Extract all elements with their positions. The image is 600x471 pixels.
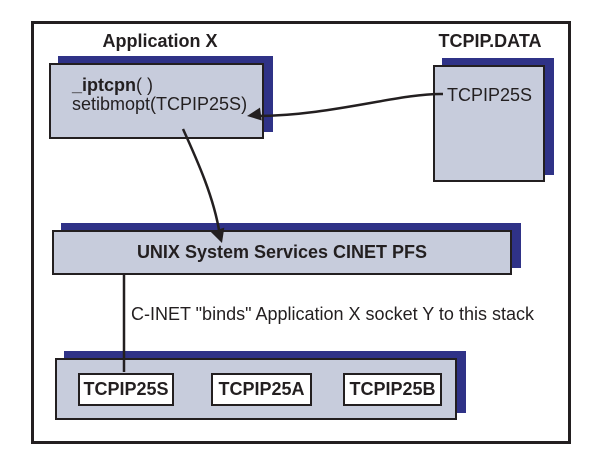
cinet-pfs-label: UNIX System Services CINET PFS <box>136 242 428 262</box>
stack-box-tcpip25a: TCPIP25A <box>211 373 312 406</box>
bind-caption: C-INET "binds" Application X socket Y to… <box>131 304 534 324</box>
diagram-frame <box>31 21 571 444</box>
api-call-name: _iptcpn <box>72 75 137 95</box>
application-box: _iptcpn( ) setibmopt(TCPIP25S) <box>49 63 264 139</box>
application-title: Application X <box>102 31 218 51</box>
api-call-parens: ( ) <box>136 75 154 95</box>
setibmopt-line: setibmopt(TCPIP25S) <box>72 94 248 114</box>
stack-group-box: TCPIP25S TCPIP25A TCPIP25B <box>55 358 457 420</box>
cinet-pfs-box: UNIX System Services CINET PFS <box>52 230 512 275</box>
stack-box-tcpip25s: TCPIP25S <box>78 373 174 406</box>
tcpip-data-box: TCPIP25S <box>433 65 545 182</box>
tcpip-data-title: TCPIP.DATA <box>438 31 542 51</box>
api-call-line: _iptcpn( ) <box>72 76 262 95</box>
stack-box-tcpip25b: TCPIP25B <box>343 373 442 406</box>
tcpip-data-entry: TCPIP25S <box>447 85 533 105</box>
